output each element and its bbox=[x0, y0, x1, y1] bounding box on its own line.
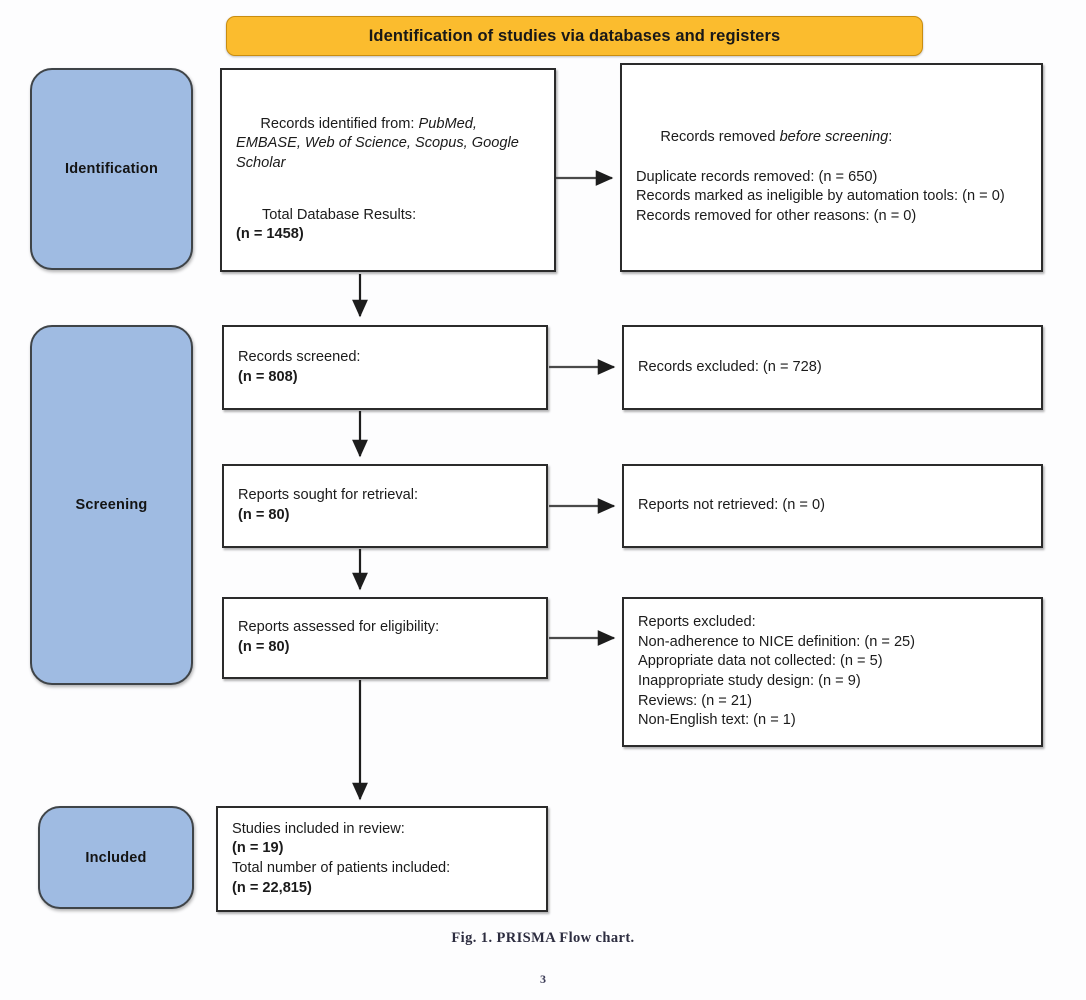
patients-included-count: (n = 22,815) bbox=[232, 879, 312, 896]
reports-excluded-item: Reviews: (n = 21) bbox=[638, 692, 752, 709]
records-identified-database-list: PubMed, EMBASE, Web of Science, Scopus, … bbox=[236, 115, 523, 171]
records-removed-item: Records removed for other reasons: (n = … bbox=[636, 207, 917, 224]
records-removed-heading-suffix: : bbox=[888, 129, 893, 146]
studies-included-count: (n = 19) bbox=[232, 840, 284, 857]
patients-included-label: Total number of patients included: bbox=[232, 860, 451, 876]
reports-assessed-count: (n = 80) bbox=[238, 639, 290, 655]
banner-title: Identification of studies via databases … bbox=[368, 26, 781, 45]
records-removed-heading-prefix: Records removed bbox=[660, 129, 780, 146]
total-database-results-label: Total Database Results: bbox=[262, 206, 417, 223]
studies-included-label: Studies included in review: bbox=[232, 820, 405, 837]
figure-caption: Fig. 1. PRISMA Flow chart. bbox=[451, 930, 635, 946]
records-screened-label: Records screened: bbox=[238, 348, 361, 365]
reports-excluded-item: Inappropriate study design: (n = 9) bbox=[638, 673, 861, 689]
reports-sought-count: (n = 80) bbox=[238, 507, 290, 523]
reports-excluded-item: Appropriate data not collected: (n = 5) bbox=[638, 653, 883, 670]
records-identified-prefix: Records identified from: bbox=[260, 115, 419, 132]
records-removed-heading: Records removed before screening: bbox=[636, 109, 1027, 168]
node-reports-assessed-for-eligibility: Reports assessed for eligibility: (n = 8… bbox=[222, 597, 548, 679]
banner-identification-header: Identification of studies via databases … bbox=[226, 16, 923, 56]
node-records-screened: Records screened: (n = 808) bbox=[222, 325, 548, 410]
node-records-identified: Records identified from: PubMed, EMBASE,… bbox=[220, 68, 556, 272]
reports-sought-label: Reports sought for retrieval: bbox=[238, 487, 419, 504]
records-excluded-text: Records excluded: (n = 728) bbox=[638, 358, 822, 375]
node-studies-included: Studies included in review: (n = 19) Tot… bbox=[216, 806, 548, 912]
node-reports-sought-for-retrieval: Reports sought for retrieval: (n = 80) bbox=[222, 464, 548, 548]
page-number: 3 bbox=[540, 972, 546, 986]
reports-excluded-heading: Reports excluded: bbox=[638, 614, 756, 631]
reports-not-retrieved-text: Reports not retrieved: (n = 0) bbox=[638, 497, 825, 514]
stage-label-included: Included bbox=[85, 849, 147, 866]
node-reports-excluded: Reports excluded: Non-adherence to NICE … bbox=[622, 597, 1043, 747]
stage-box-included: Included bbox=[38, 806, 194, 909]
records-removed-heading-italic: before screening bbox=[779, 129, 889, 146]
node-records-removed-before-screening: Records removed before screening: Duplic… bbox=[620, 63, 1043, 272]
node-records-excluded: Records excluded: (n = 728) bbox=[622, 325, 1043, 410]
records-screened-count: (n = 808) bbox=[238, 368, 298, 385]
stage-label-screening: Screening bbox=[75, 497, 148, 513]
reports-excluded-item: Non-adherence to NICE definition: (n = 2… bbox=[638, 633, 916, 650]
records-removed-item: Duplicate records removed: (n = 650) bbox=[636, 168, 878, 185]
stage-box-identification: Identification bbox=[30, 68, 193, 270]
reports-excluded-item: Non-English text: (n = 1) bbox=[638, 712, 796, 729]
records-removed-item: Records marked as ineligible by automati… bbox=[636, 188, 1005, 205]
reports-assessed-label: Reports assessed for eligibility: bbox=[238, 619, 440, 636]
stage-box-screening: Screening bbox=[30, 325, 193, 685]
stage-label-identification: Identification bbox=[64, 161, 159, 177]
node-reports-not-retrieved: Reports not retrieved: (n = 0) bbox=[622, 464, 1043, 548]
records-identified-sources: Records identified from: PubMed, EMBASE,… bbox=[236, 95, 540, 193]
total-database-results-count: (n = 1458) bbox=[236, 226, 304, 243]
